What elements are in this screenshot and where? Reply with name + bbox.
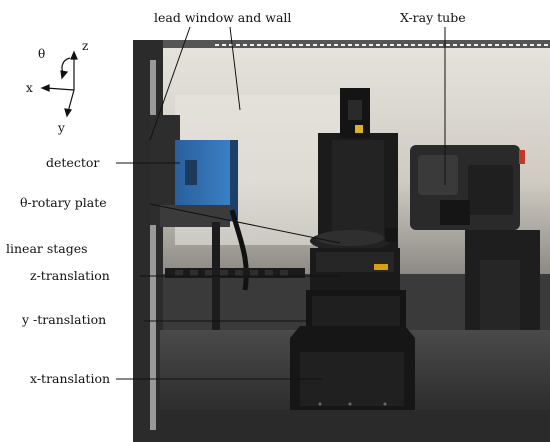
label-theta-rotary-plate: θ-rotary plate <box>20 195 107 210</box>
label-y-translation: y -translation <box>22 312 107 327</box>
axis-y-label: y <box>58 121 65 135</box>
label-detector: detector <box>46 155 100 170</box>
leader-lead-window-a <box>149 26 191 141</box>
axis-theta-label: θ <box>38 47 46 61</box>
label-z-translation: z-translation <box>30 268 110 283</box>
label-xray-tube: X-ray tube <box>400 10 466 25</box>
label-lead-window-and-wall: lead window and wall <box>154 10 292 25</box>
axis-diagram <box>40 50 78 118</box>
axis-x-label: x <box>26 81 33 95</box>
leader-lead-window-b <box>229 26 241 111</box>
label-linear-stages: linear stages <box>6 241 88 256</box>
label-x-translation: x-translation <box>30 371 111 386</box>
left-frame <box>133 40 163 442</box>
leader-rotary-plate <box>149 203 341 244</box>
axis-z-label: z <box>82 39 89 53</box>
